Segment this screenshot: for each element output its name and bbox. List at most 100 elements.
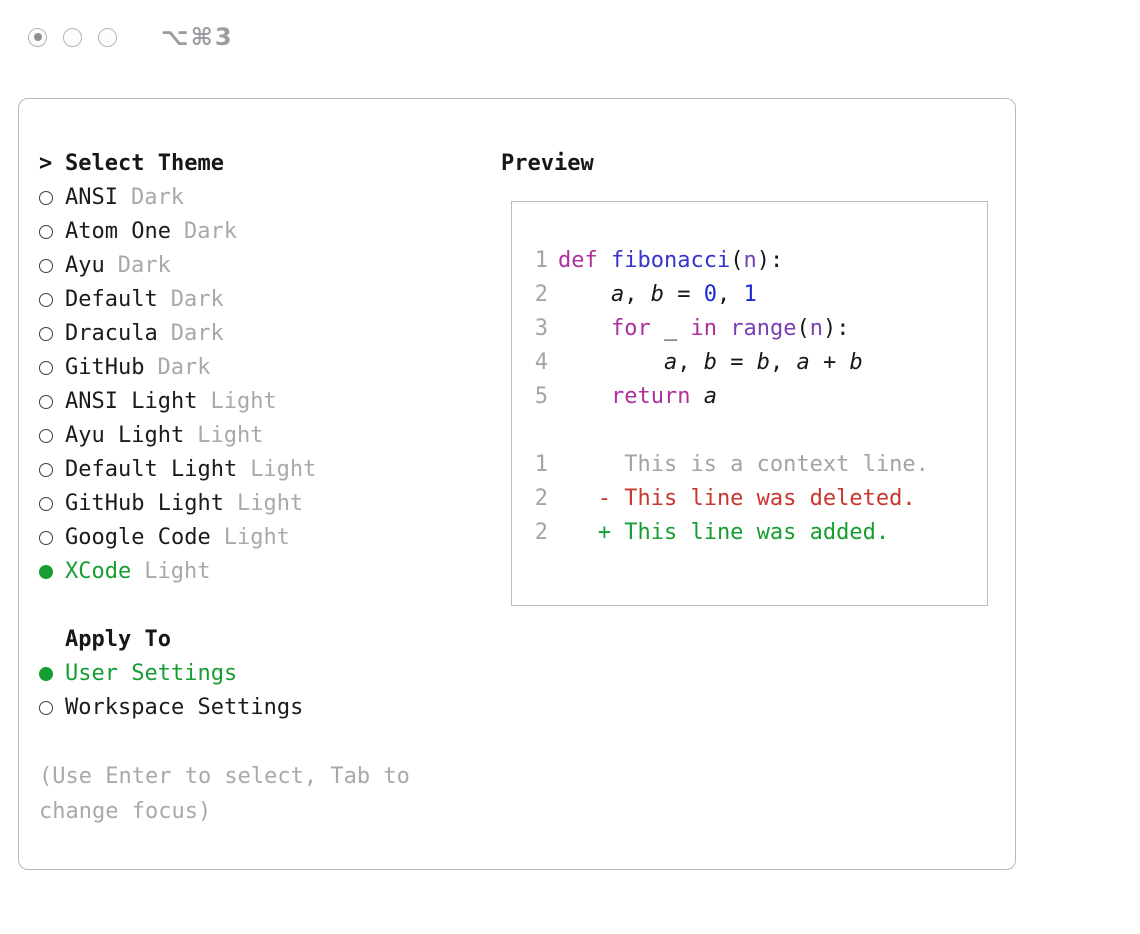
code-token: 0 [703,282,717,307]
theme-option-google-code[interactable]: Google Code Light [39,521,489,555]
theme-name: GitHub Light [65,491,224,516]
theme-variant: Dark [183,219,237,244]
line-number: 5 [534,384,548,409]
theme-name: ANSI Light [65,389,198,414]
code-token: b [849,350,863,375]
theme-name: Default [65,287,158,312]
code-token: in [690,316,717,341]
radio-selected-icon [39,667,53,681]
theme-variant: Dark [157,355,211,380]
code-token [717,316,730,341]
line-number: 4 [534,350,548,375]
radio-icon [39,701,53,715]
diff-line: 2 - This line was deleted. [534,482,987,516]
theme-name: GitHub [65,355,145,380]
radio-icon [39,361,53,375]
code-token: a [663,350,678,375]
theme-option-github[interactable]: GitHub Dark [39,351,489,385]
diff-text: + This line was added. [558,520,890,545]
code-token: ( [796,316,810,341]
apply-option-workspace-settings[interactable]: Workspace Settings [39,691,489,725]
theme-option-atom-one[interactable]: Atom One Dark [39,215,489,249]
window-button-close[interactable] [28,27,47,47]
code-token: return [610,384,691,409]
code-token: a [703,384,717,409]
code-token [558,282,611,307]
code-text: return a [558,380,717,414]
apply-to-title-row: Apply To [39,623,489,657]
line-number: 2 [534,486,548,511]
theme-variant: Dark [130,185,184,210]
theme-variant: Light [197,423,264,448]
radio-icon [39,531,53,545]
preview-title: Preview [501,151,594,176]
line-number: 2 [534,520,548,545]
code-token: = [716,350,757,375]
code-token: _ [650,316,691,341]
window-button-minimize[interactable] [63,27,82,47]
code-token: 1 [743,282,757,307]
theme-option-ansi[interactable]: ANSI Dark [39,181,489,215]
code-line: 2 a, b = 0, 1 [534,278,987,312]
apply-option-user-settings[interactable]: User Settings [39,657,489,691]
theme-variant: Light [210,389,277,414]
diff-line: 1 This is a context line. [534,448,987,482]
code-token [558,384,611,409]
code-text: for _ in range(n): [558,312,849,346]
theme-variant: Light [236,491,304,516]
code-text: a, b = b, a + b [558,346,863,380]
code-token: n [809,316,823,341]
diff-block: 1 This is a context line.2 - This line w… [534,448,987,550]
theme-variant: Light [223,525,290,550]
code-token: ): [756,248,784,273]
radio-icon [39,497,53,511]
radio-selected-icon [39,565,53,579]
theme-name: Atom One [65,219,171,244]
code-token: ( [730,248,744,273]
select-theme-title-row: > Select Theme [39,147,489,181]
code-line: 3 for _ in range(n): [534,312,987,346]
radio-icon [39,191,53,205]
window-button-zoom[interactable] [98,27,117,47]
radio-icon [39,259,53,273]
diff-line: 2 + This line was added. [534,516,987,550]
code-token: a [610,282,625,307]
radio-icon [39,395,53,409]
code-token: for [610,316,651,341]
code-token: , [769,350,797,375]
code-token: n [743,248,757,273]
theme-name: ANSI [65,185,118,210]
diff-text: - This line was deleted. [558,486,916,511]
theme-variant: Light [250,457,317,482]
theme-option-github-light[interactable]: GitHub Light Light [39,487,489,521]
apply-option-label: User Settings [65,661,238,686]
theme-variant: Dark [170,287,224,312]
code-token: b [650,282,664,307]
hint-text: (Use Enter to select, Tab to change focu… [39,764,410,824]
code-line: 4 a, b = b, a + b [534,346,987,380]
code-token [558,350,664,375]
radio-icon [39,225,53,239]
code-token: , [716,282,744,307]
theme-option-ansi-light[interactable]: ANSI Light Light [39,385,489,419]
code-token: fibonacci [610,248,731,273]
theme-name: Google Code [65,525,211,550]
code-token: , [624,282,651,307]
radio-icon [39,429,53,443]
code-token: def [558,248,611,273]
theme-option-default[interactable]: Default Dark [39,283,489,317]
